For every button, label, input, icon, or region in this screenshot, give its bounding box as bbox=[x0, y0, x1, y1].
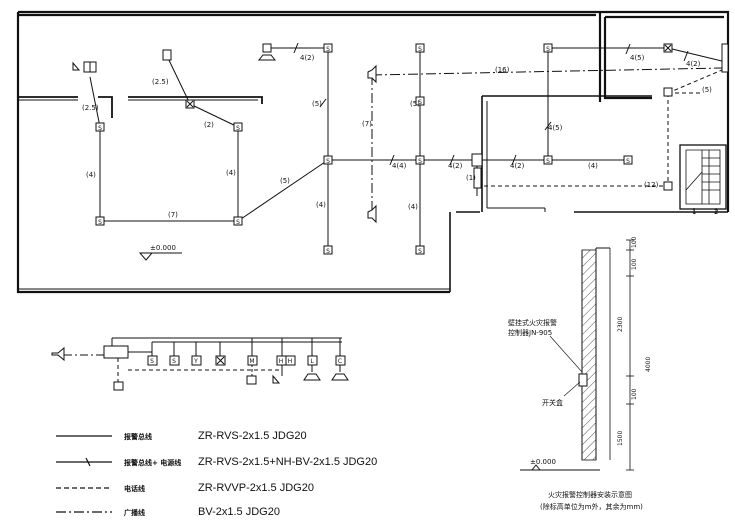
legend-spec-phone: ZR-RVVP-2x1.5 JDG20 bbox=[198, 482, 314, 494]
legend-lines bbox=[56, 435, 112, 513]
svg-text:S: S bbox=[236, 219, 240, 226]
svg-text:4000: 4000 bbox=[645, 357, 652, 372]
svg-text:(7): (7) bbox=[362, 120, 372, 128]
detail-caption-2: (除标高单位为m外，其余为mm) bbox=[540, 503, 643, 511]
svg-text:S: S bbox=[546, 158, 550, 165]
smoke-detectors bbox=[95, 43, 633, 255]
svg-text:4(5): 4(5) bbox=[630, 54, 645, 62]
legend-label-bus: 报警总线 bbox=[124, 433, 152, 441]
svg-text:S: S bbox=[326, 248, 330, 255]
svg-text:100: 100 bbox=[631, 388, 638, 400]
svg-text:S: S bbox=[326, 46, 330, 53]
elevation-text: ±0.000 bbox=[150, 244, 176, 252]
legend-spec-bus: ZR-RVS-2x1.5 JDG20 bbox=[198, 430, 307, 442]
legend-label-bus-power: 报警总线+ 电源线 bbox=[124, 459, 182, 467]
svg-text:S: S bbox=[418, 248, 422, 255]
svg-text:2300: 2300 bbox=[617, 317, 624, 332]
svg-text:S: S bbox=[418, 158, 422, 165]
svg-text:S: S bbox=[418, 99, 422, 106]
svg-text:4(2): 4(2) bbox=[300, 54, 315, 62]
svg-text:C: C bbox=[338, 358, 342, 365]
svg-text:4(4): 4(4) bbox=[392, 162, 407, 170]
smoke-detector-letters: S S S S S S S S S S S S S S bbox=[98, 46, 630, 255]
elevation-marker bbox=[138, 252, 182, 261]
svg-text:(4): (4) bbox=[226, 169, 236, 177]
svg-text:S: S bbox=[98, 219, 102, 226]
stair-number-1: 1 bbox=[692, 208, 696, 216]
legend-spec-bus-power: ZR-RVS-2x1.5+NH-BV-2x1.5 JDG20 bbox=[198, 456, 378, 468]
legend-label-phone: 电话线 bbox=[124, 485, 145, 493]
svg-text:S: S bbox=[172, 358, 176, 365]
svg-text:(4): (4) bbox=[408, 203, 418, 211]
svg-text:(5): (5) bbox=[410, 100, 420, 108]
svg-text:4(5): 4(5) bbox=[548, 124, 563, 132]
detail-controller-label-1: 壁挂式火灾报警 bbox=[508, 319, 557, 327]
svg-text:4(2): 4(2) bbox=[686, 60, 701, 68]
other-devices bbox=[72, 43, 729, 224]
stair-number-2: 2 bbox=[714, 208, 718, 216]
svg-text:1500: 1500 bbox=[617, 431, 624, 446]
wiring-broadcast bbox=[371, 67, 723, 216]
svg-text:(2): (2) bbox=[204, 121, 214, 129]
svg-text:(5): (5) bbox=[702, 86, 712, 94]
svg-text:S: S bbox=[418, 46, 422, 53]
stair-treads bbox=[685, 150, 720, 214]
svg-text:4(2): 4(2) bbox=[448, 162, 463, 170]
segment-labels: 4(2) (2.5) (2.5) (2) (4) (4) (7) (5) (5)… bbox=[82, 54, 712, 219]
svg-text:S: S bbox=[150, 358, 154, 365]
svg-text:H: H bbox=[279, 358, 284, 365]
detail-elevation: ±0.000 bbox=[530, 458, 556, 466]
svg-text:S: S bbox=[626, 158, 630, 165]
system-devices bbox=[147, 355, 349, 385]
svg-text:4(2): 4(2) bbox=[510, 162, 525, 170]
svg-text:(4): (4) bbox=[86, 171, 96, 179]
svg-text:S: S bbox=[236, 125, 240, 132]
svg-text:(4): (4) bbox=[588, 162, 598, 170]
system-diagram bbox=[51, 337, 342, 391]
svg-text:Y: Y bbox=[193, 358, 198, 365]
detail-caption-1: 火灾报警控制器安装示意图 bbox=[548, 491, 632, 499]
svg-text:(2.5): (2.5) bbox=[152, 78, 169, 86]
plan-walls bbox=[16, 10, 730, 294]
legend-label-broadcast: 广播线 bbox=[124, 509, 145, 517]
svg-text:(2.5): (2.5) bbox=[82, 104, 99, 112]
wiring-solid bbox=[89, 47, 727, 250]
svg-text:M: M bbox=[249, 358, 254, 365]
svg-text:(7): (7) bbox=[168, 211, 178, 219]
svg-text:H: H bbox=[288, 358, 293, 365]
svg-text:(5): (5) bbox=[280, 177, 290, 185]
wiring-ticks bbox=[293, 42, 689, 166]
legend-spec-broadcast: BV-2x1.5 JDG20 bbox=[198, 506, 280, 518]
svg-text:(4): (4) bbox=[316, 201, 326, 209]
wiring-phone bbox=[484, 69, 723, 187]
svg-text:(12): (12) bbox=[644, 181, 659, 189]
detail-controller-label-2: 控制器JN-905 bbox=[508, 329, 553, 337]
detail-switch-box: 开关盒 bbox=[542, 399, 563, 407]
svg-text:(5): (5) bbox=[312, 100, 322, 108]
svg-text:(1): (1) bbox=[466, 174, 476, 182]
install-detail bbox=[520, 239, 634, 471]
svg-text:S: S bbox=[546, 46, 550, 53]
system-device-letters: S S Y M H H L C bbox=[150, 358, 342, 365]
svg-text:(16): (16) bbox=[495, 66, 510, 74]
svg-text:L: L bbox=[310, 358, 314, 365]
detail-dims: 100 100 2300 4000 100 1500 bbox=[617, 236, 652, 446]
svg-text:S: S bbox=[326, 158, 330, 165]
svg-text:S: S bbox=[98, 125, 102, 132]
svg-text:100: 100 bbox=[631, 236, 638, 248]
svg-text:100: 100 bbox=[631, 258, 638, 270]
